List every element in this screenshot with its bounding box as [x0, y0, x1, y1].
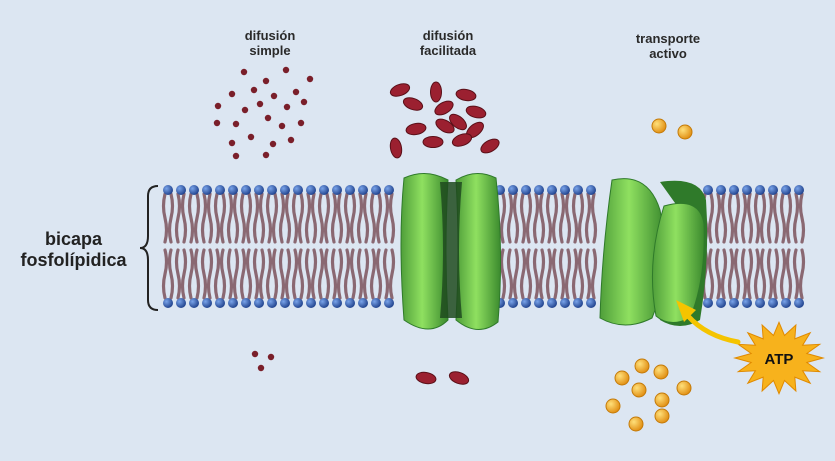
carrier-protein: [599, 178, 708, 326]
curved-arrow-icon: [676, 300, 741, 345]
curly-brace-icon: [139, 185, 159, 311]
active-label-line1: transporte: [635, 31, 701, 46]
atp-label: ATP: [765, 351, 794, 368]
facilitated-label-line1: difusión: [422, 28, 474, 43]
bilayer-label: bicapa fosfolípidica: [6, 229, 141, 271]
bilayer-label-line1: bicapa: [44, 229, 103, 249]
facilitated-label-line2: facilitada: [419, 43, 477, 58]
facilitated-diffusion-label: difusión facilitada: [398, 28, 498, 58]
simple-label-line2: simple: [249, 43, 291, 58]
simple-diffusion-label: difusión simple: [225, 28, 315, 58]
channel-protein: [400, 173, 502, 330]
bilayer-label-line2: fosfolípidica: [20, 250, 127, 270]
active-label-line2: activo: [649, 46, 687, 61]
lipid-heads: [163, 185, 804, 308]
atp-starburst-icon: [733, 320, 825, 396]
simple-label-line1: difusión: [244, 28, 296, 43]
molecules: [213, 66, 693, 432]
active-transport-label: transporte activo: [613, 31, 723, 61]
